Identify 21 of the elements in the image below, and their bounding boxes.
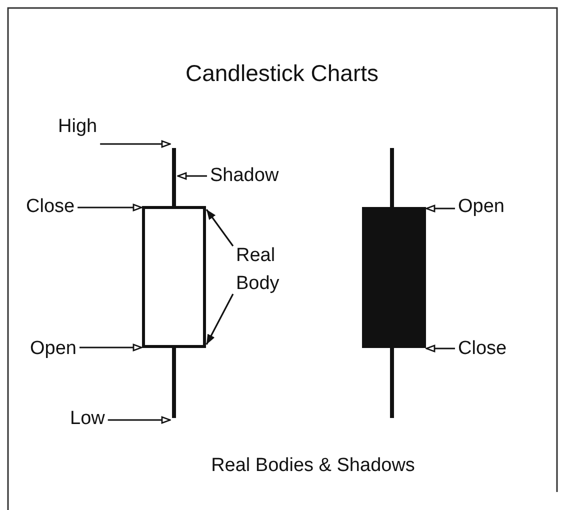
callout-label: Shadow — [210, 165, 279, 187]
callout-label: Real Body — [236, 242, 296, 298]
callout-label: Close — [458, 338, 507, 360]
chart-title: Candlestick Charts — [185, 62, 379, 84]
callout-label: Close — [26, 196, 75, 218]
leader-arrow — [177, 172, 207, 180]
leader-arrow — [426, 204, 455, 212]
leader-arrow — [206, 294, 234, 345]
caption: Real Bodies & Shadows — [211, 455, 415, 477]
leader-arrow — [100, 140, 171, 148]
leader-arrow — [206, 209, 234, 246]
callout-label: High — [58, 116, 98, 138]
leader-arrow — [78, 204, 142, 212]
callout-label: Open — [30, 338, 76, 360]
leader-arrow — [108, 416, 171, 424]
leader-arrow — [79, 344, 142, 352]
callout-label: Low — [70, 408, 105, 430]
hollow-candle-body — [142, 206, 206, 348]
leader-arrow — [426, 344, 455, 352]
callout-label: Open — [458, 196, 504, 218]
filled-candle-body — [362, 207, 426, 348]
